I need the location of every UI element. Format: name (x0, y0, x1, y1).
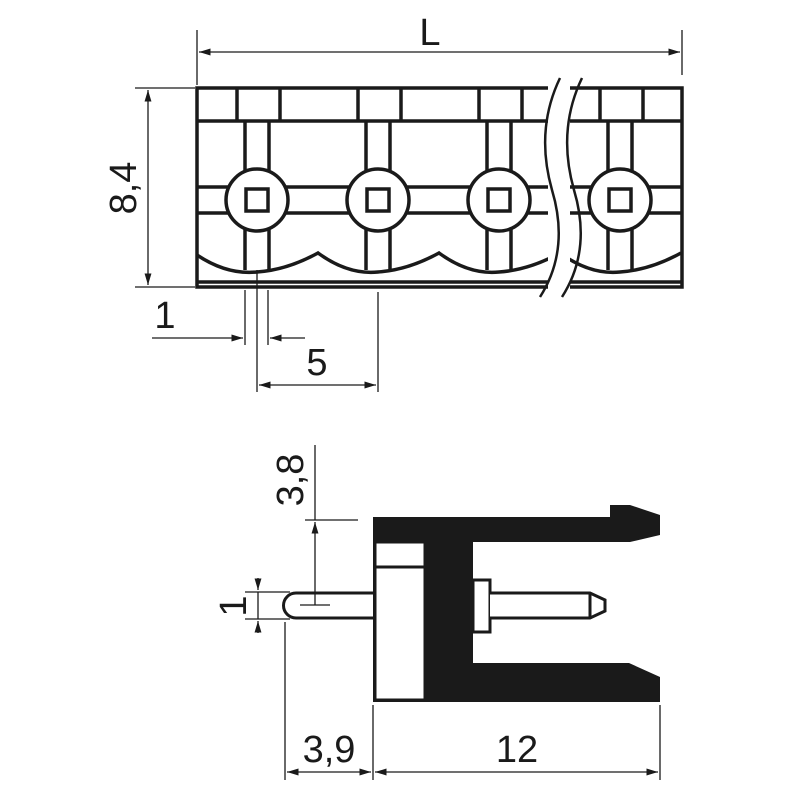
break-line-right (560, 77, 584, 298)
pin-hole-2 (345, 167, 411, 233)
pin-square-2 (365, 187, 391, 213)
dim-pin-thickness-label: 1 (213, 595, 255, 616)
dim-offset-label: 3,8 (270, 454, 312, 507)
dim-pin-width-label: 1 (154, 295, 175, 337)
pin-hole-4 (587, 167, 653, 233)
side-view (282, 505, 660, 702)
pin-square-4 (607, 187, 633, 213)
scalloped-edge (196, 250, 682, 275)
dim-length-label: L (419, 12, 440, 54)
pin-hole-1 (224, 167, 290, 233)
front-dimensions (135, 30, 683, 392)
dim-depth-label: 12 (496, 729, 538, 771)
right-pin (490, 591, 607, 620)
pin-collar (471, 578, 492, 634)
pin-hole-3 (466, 167, 532, 233)
break-line-left (538, 77, 562, 298)
pin-square-1 (244, 187, 270, 213)
break-gap (548, 80, 570, 295)
pin-square-3 (486, 187, 512, 213)
dim-pin-length-label: 3,9 (303, 729, 356, 771)
dim-height-label: 8,4 (103, 162, 145, 215)
side-dimensions (245, 445, 661, 780)
housing-body (373, 505, 660, 702)
front-view (195, 77, 684, 298)
dim-pitch-label: 5 (306, 342, 327, 384)
